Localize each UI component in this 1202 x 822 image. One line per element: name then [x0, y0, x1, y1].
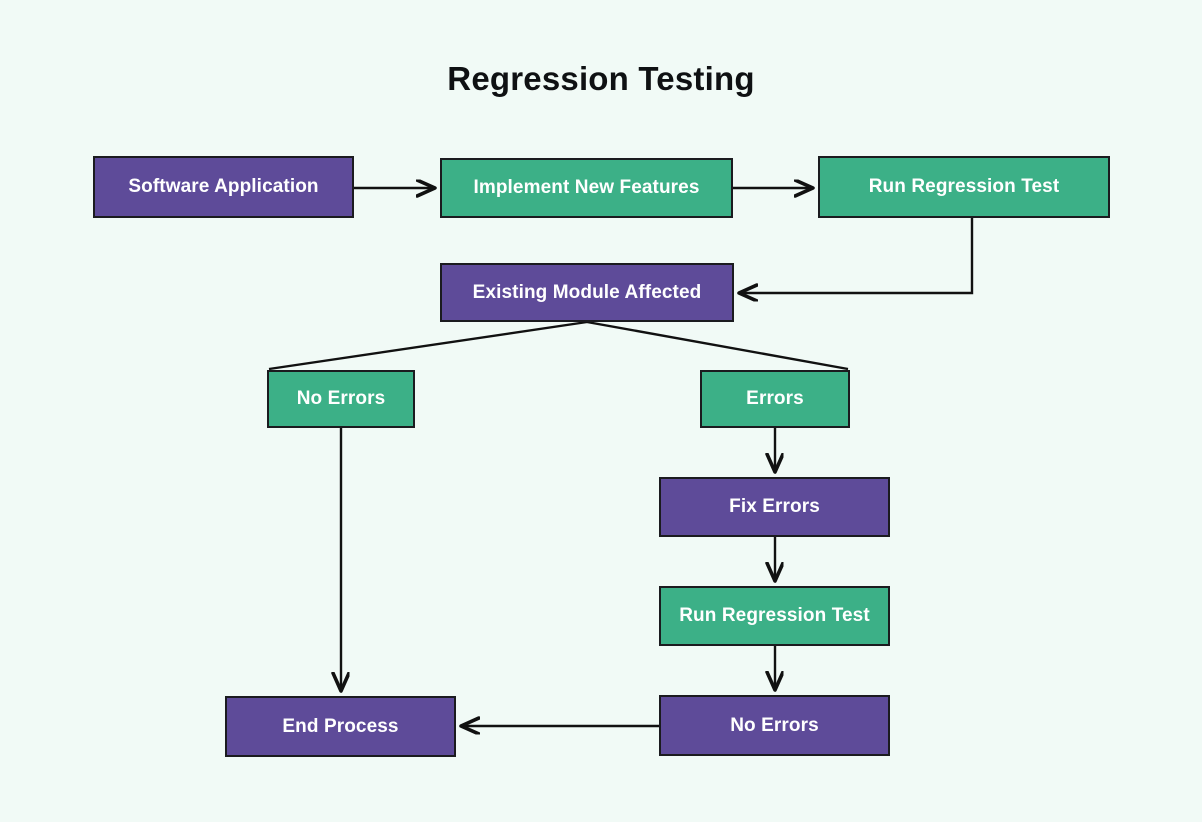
node-label: Errors: [746, 388, 804, 409]
node-label: Existing Module Affected: [472, 281, 702, 303]
node-label: No Errors: [296, 388, 386, 409]
node-software-application[interactable]: Software Application: [93, 156, 354, 218]
node-label: No Errors: [730, 714, 819, 736]
node-errors[interactable]: Errors: [700, 370, 850, 428]
node-existing-module-affected[interactable]: Existing Module Affected: [440, 263, 734, 322]
node-label: Run Regression Test: [679, 605, 870, 626]
node-implement-new-features[interactable]: Implement New Features: [440, 158, 733, 218]
edge-run-regression-test-to-existing-module-affected: [740, 218, 974, 293]
node-no-errors-bottom[interactable]: No Errors: [659, 695, 890, 756]
node-label: Software Application: [128, 176, 319, 197]
node-label: Fix Errors: [729, 496, 820, 517]
node-run-regression-test-2[interactable]: Run Regression Test: [659, 586, 890, 646]
node-label: End Process: [282, 715, 399, 737]
node-fix-errors[interactable]: Fix Errors: [659, 477, 890, 537]
edge-existing-module-affected-to-errors: [586, 320, 849, 371]
node-label: Implement New Features: [473, 177, 700, 198]
node-end-process[interactable]: End Process: [225, 696, 456, 757]
edge-existing-module-affected-to-no-errors: [268, 320, 588, 371]
node-run-regression-test-1[interactable]: Run Regression Test: [818, 156, 1110, 218]
node-no-errors-left[interactable]: No Errors: [267, 370, 415, 428]
page-title: Regression Testing: [447, 60, 755, 97]
node-label: Run Regression Test: [868, 176, 1060, 197]
